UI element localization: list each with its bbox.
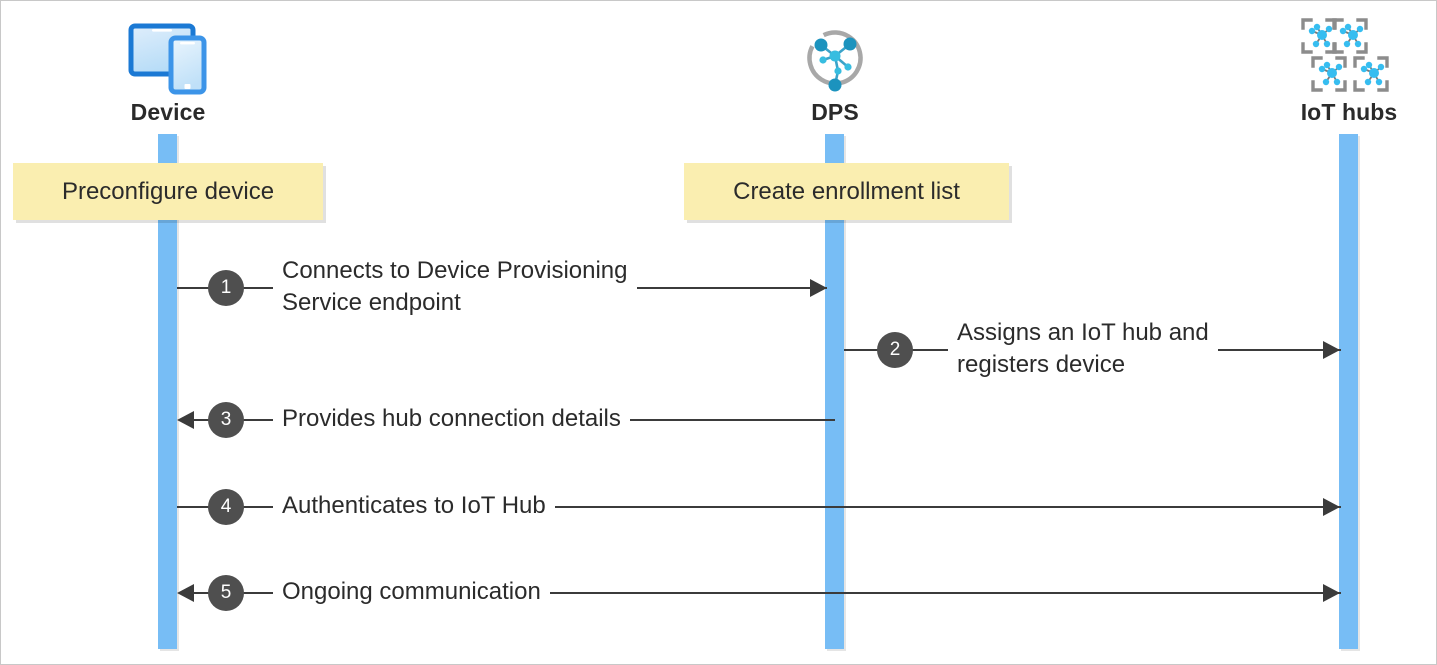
lifeline-device	[158, 134, 177, 649]
message-badge: 1	[208, 270, 244, 306]
actor-dps: DPS	[735, 15, 935, 124]
arrowhead-left-icon	[177, 584, 194, 602]
actor-device: Device	[68, 15, 268, 124]
lifeline-dps	[825, 134, 844, 649]
note-label: Preconfigure device	[61, 177, 275, 205]
arrowhead-left-icon	[177, 411, 194, 429]
message-line	[193, 592, 1341, 594]
actor-iothubs: IoT hubs	[1249, 15, 1436, 125]
message-label: Connects to Device Provisioning Service …	[273, 255, 637, 319]
message-badge: 3	[208, 402, 244, 438]
actor-label-iothubs: IoT hubs	[1300, 99, 1398, 125]
iot-hubs-network-icon	[1249, 15, 1436, 101]
message-line	[177, 506, 1341, 508]
actor-label-dps: DPS	[811, 99, 859, 125]
dps-hub-network-icon	[735, 15, 935, 101]
message-badge: 4	[208, 489, 244, 525]
note-create-enrollment-list: Create enrollment list	[684, 163, 1009, 220]
lifeline-iothubs	[1339, 134, 1358, 649]
note-label: Create enrollment list	[733, 177, 960, 205]
message-badge: 5	[208, 575, 244, 611]
message-label: Assigns an IoT hub and registers device	[948, 317, 1218, 381]
message-label: Authenticates to IoT Hub	[273, 490, 555, 522]
message-label: Provides hub connection details	[273, 403, 630, 435]
message-badge: 2	[877, 332, 913, 368]
note-preconfigure-device: Preconfigure device	[13, 163, 323, 220]
arrowhead-right-icon	[810, 279, 827, 297]
arrowhead-right-icon	[1323, 341, 1340, 359]
arrowhead-right-icon	[1323, 498, 1340, 516]
arrowhead-right-icon	[1323, 584, 1340, 602]
actor-label-device: Device	[130, 99, 206, 125]
message-label: Ongoing communication	[273, 576, 550, 608]
device-tablet-phone-icon	[68, 15, 268, 101]
